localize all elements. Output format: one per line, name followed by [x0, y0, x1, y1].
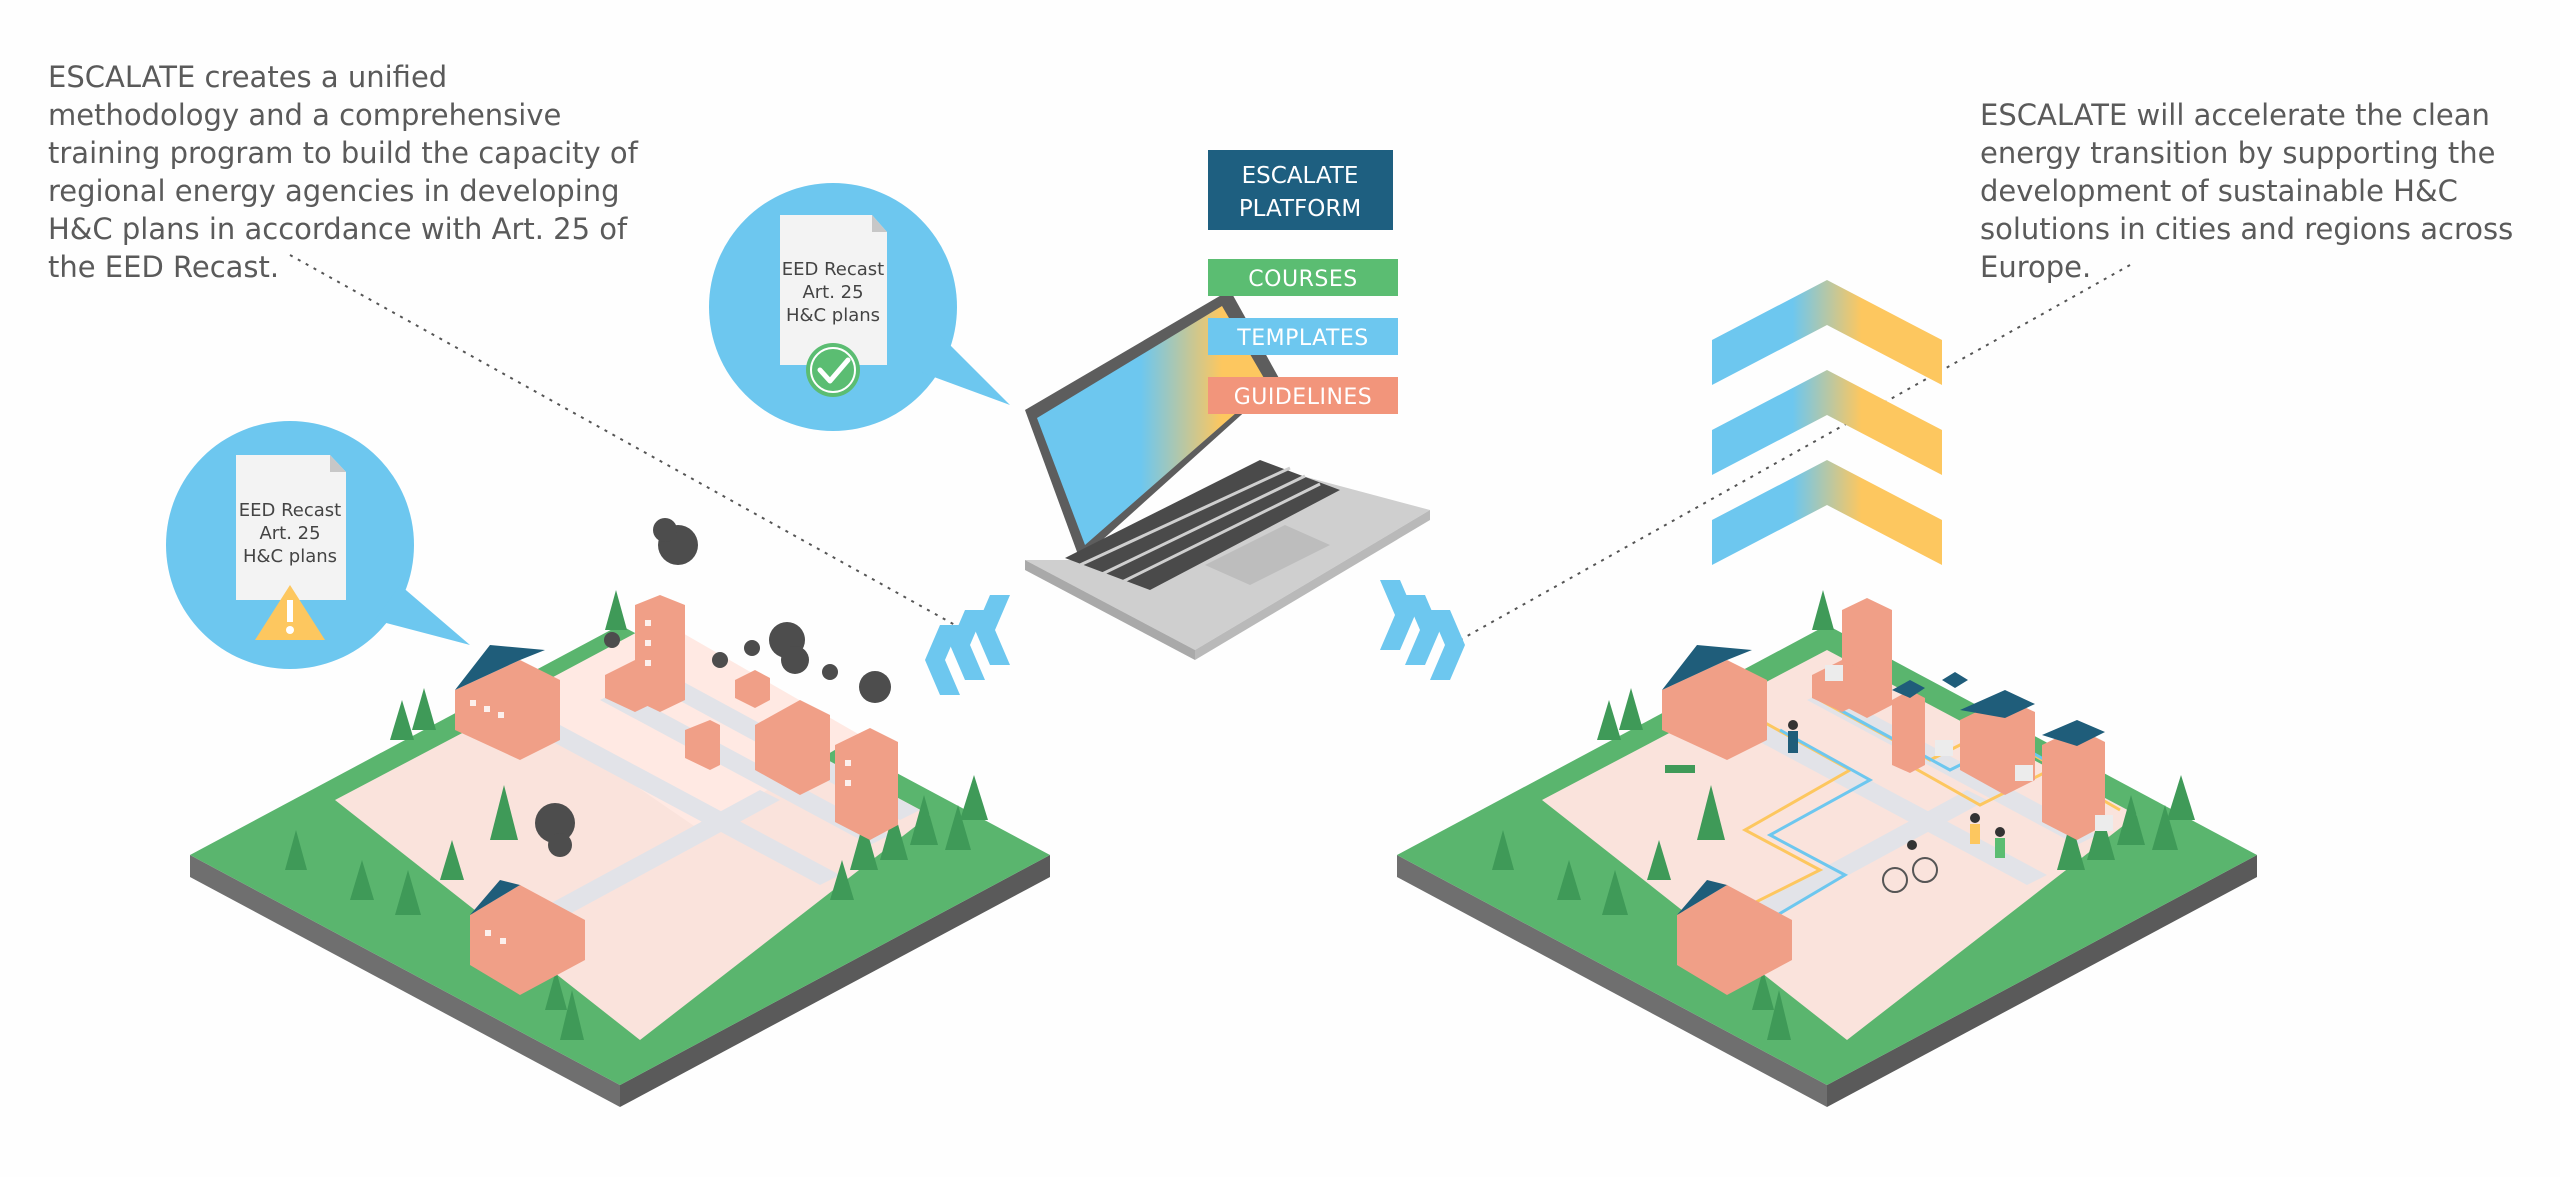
escalate-platform-label: ESCALATE PLATFORM: [1208, 150, 1393, 230]
menu-templates[interactable]: TEMPLATES: [1208, 318, 1398, 355]
menu-courses[interactable]: COURSES: [1208, 259, 1398, 296]
city-after-tile: [1397, 590, 2257, 1107]
upward-chevrons: [1712, 280, 1942, 565]
svg-text:TEMPLATES: TEMPLATES: [1236, 326, 1369, 351]
warning-icon: [255, 585, 325, 640]
check-icon: [806, 343, 860, 397]
laptop: [1025, 290, 1430, 660]
svg-text:PLATFORM: PLATFORM: [1239, 196, 1361, 222]
svg-text:ESCALATE: ESCALATE: [1242, 163, 1359, 189]
speech-bubble-before: EED Recast Art. 25 H&C plans: [166, 421, 470, 669]
doc-mid-line3: H&C plans: [786, 305, 880, 326]
doc-mid-line1: EED Recast: [782, 259, 884, 280]
doc-before-line2: Art. 25: [259, 523, 320, 544]
doc-mid-line2: Art. 25: [802, 282, 863, 303]
speech-bubble-mid: EED Recast Art. 25 H&C plans: [709, 183, 1010, 431]
doc-before-line3: H&C plans: [243, 546, 337, 567]
chevron-arrows-right: [1380, 580, 1465, 680]
connector-line-right: [1459, 264, 2131, 641]
people: [1665, 720, 2005, 893]
svg-text:GUIDELINES: GUIDELINES: [1234, 385, 1373, 410]
menu-guidelines[interactable]: GUIDELINES: [1208, 377, 1398, 414]
intro-text: ESCALATE creates a unified methodology a…: [48, 60, 638, 284]
doc-before-line1: EED Recast: [239, 500, 341, 521]
left-buildings: [455, 595, 898, 995]
svg-text:COURSES: COURSES: [1248, 267, 1357, 292]
smoke-clouds: [535, 518, 891, 857]
connector-line-left: [289, 254, 956, 626]
outcome-text: ESCALATE will accelerate the clean energ…: [1980, 98, 2514, 284]
right-buildings: [1662, 598, 2113, 995]
city-before-tile: [190, 518, 1050, 1107]
chevron-arrows-left: [925, 595, 1010, 695]
